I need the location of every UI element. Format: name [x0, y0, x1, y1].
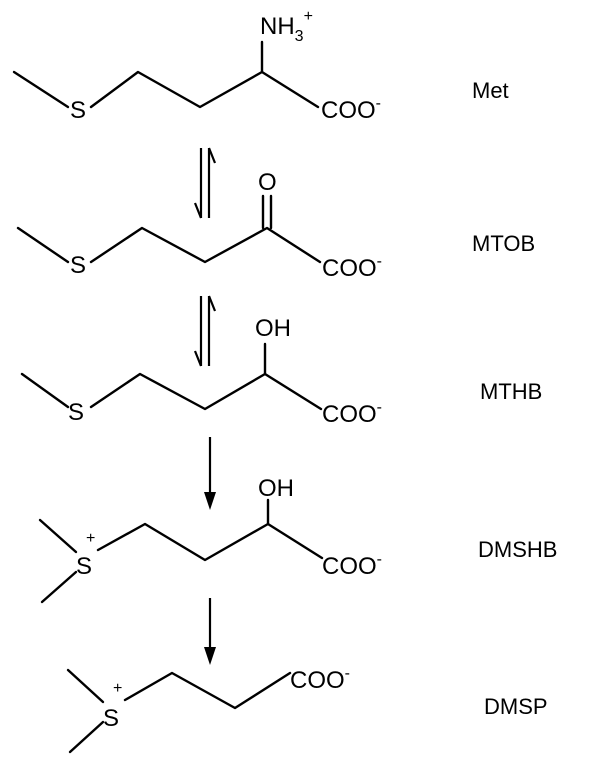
dmsp-sulfur: S — [103, 705, 119, 732]
dmshb-sulfur-charge: + — [86, 530, 95, 547]
met-carboxylate: COO- — [321, 95, 381, 124]
dmshb-carboxylate: COO- — [322, 551, 382, 580]
dmsp-methyl-2 — [68, 720, 105, 754]
dmsp-chain — [123, 671, 292, 710]
dmsp-sulfur-charge: + — [113, 680, 122, 697]
dmshb-methyl-1 — [38, 518, 78, 554]
compound-met: S NH3+ COO- Met — [12, 8, 509, 124]
mthb-sulfur: S — [68, 399, 84, 426]
compound-mtob: S O COO- MTOB — [16, 169, 535, 282]
dmshb-hydroxyl: OH — [258, 475, 294, 502]
label-mtob: MTOB — [472, 231, 535, 256]
compound-mthb: S OH COO- MTHB — [20, 315, 542, 428]
label-mthb: MTHB — [480, 379, 542, 404]
label-dmshb: DMSHB — [478, 537, 557, 562]
dmshb-sulfur: S — [76, 553, 92, 580]
label-dmsp: DMSP — [484, 694, 548, 719]
reversible-arrow-1 — [193, 147, 217, 219]
compound-dmshb: S + OH COO- DMSHB — [38, 475, 557, 604]
mtob-backbone — [16, 226, 70, 264]
reversible-arrow-2 — [193, 295, 217, 367]
mthb-carboxylate: COO- — [322, 399, 382, 428]
dmshb-methyl-2 — [40, 570, 78, 604]
mthb-chain — [89, 372, 323, 411]
label-met: Met — [472, 78, 509, 103]
dmsp-methyl-1 — [66, 668, 105, 704]
mthb-hydroxyl: OH — [255, 315, 291, 342]
mthb-backbone — [20, 372, 70, 409]
compound-dmsp: S + COO- DMSP — [66, 665, 548, 754]
arrow-3 — [204, 437, 216, 510]
dmsp-carboxylate: COO- — [290, 665, 350, 694]
met-backbone — [12, 70, 70, 109]
mtob-oxygen: O — [258, 169, 277, 196]
met-chain — [89, 70, 320, 109]
dmshb-chain — [96, 522, 324, 562]
met-amine: NH3+ — [260, 8, 313, 45]
mtob-carboxylate: COO- — [322, 253, 382, 282]
mtob-chain — [89, 226, 322, 264]
arrow-4 — [204, 598, 216, 665]
met-sulfur: S — [70, 97, 86, 124]
mtob-sulfur: S — [70, 252, 86, 279]
